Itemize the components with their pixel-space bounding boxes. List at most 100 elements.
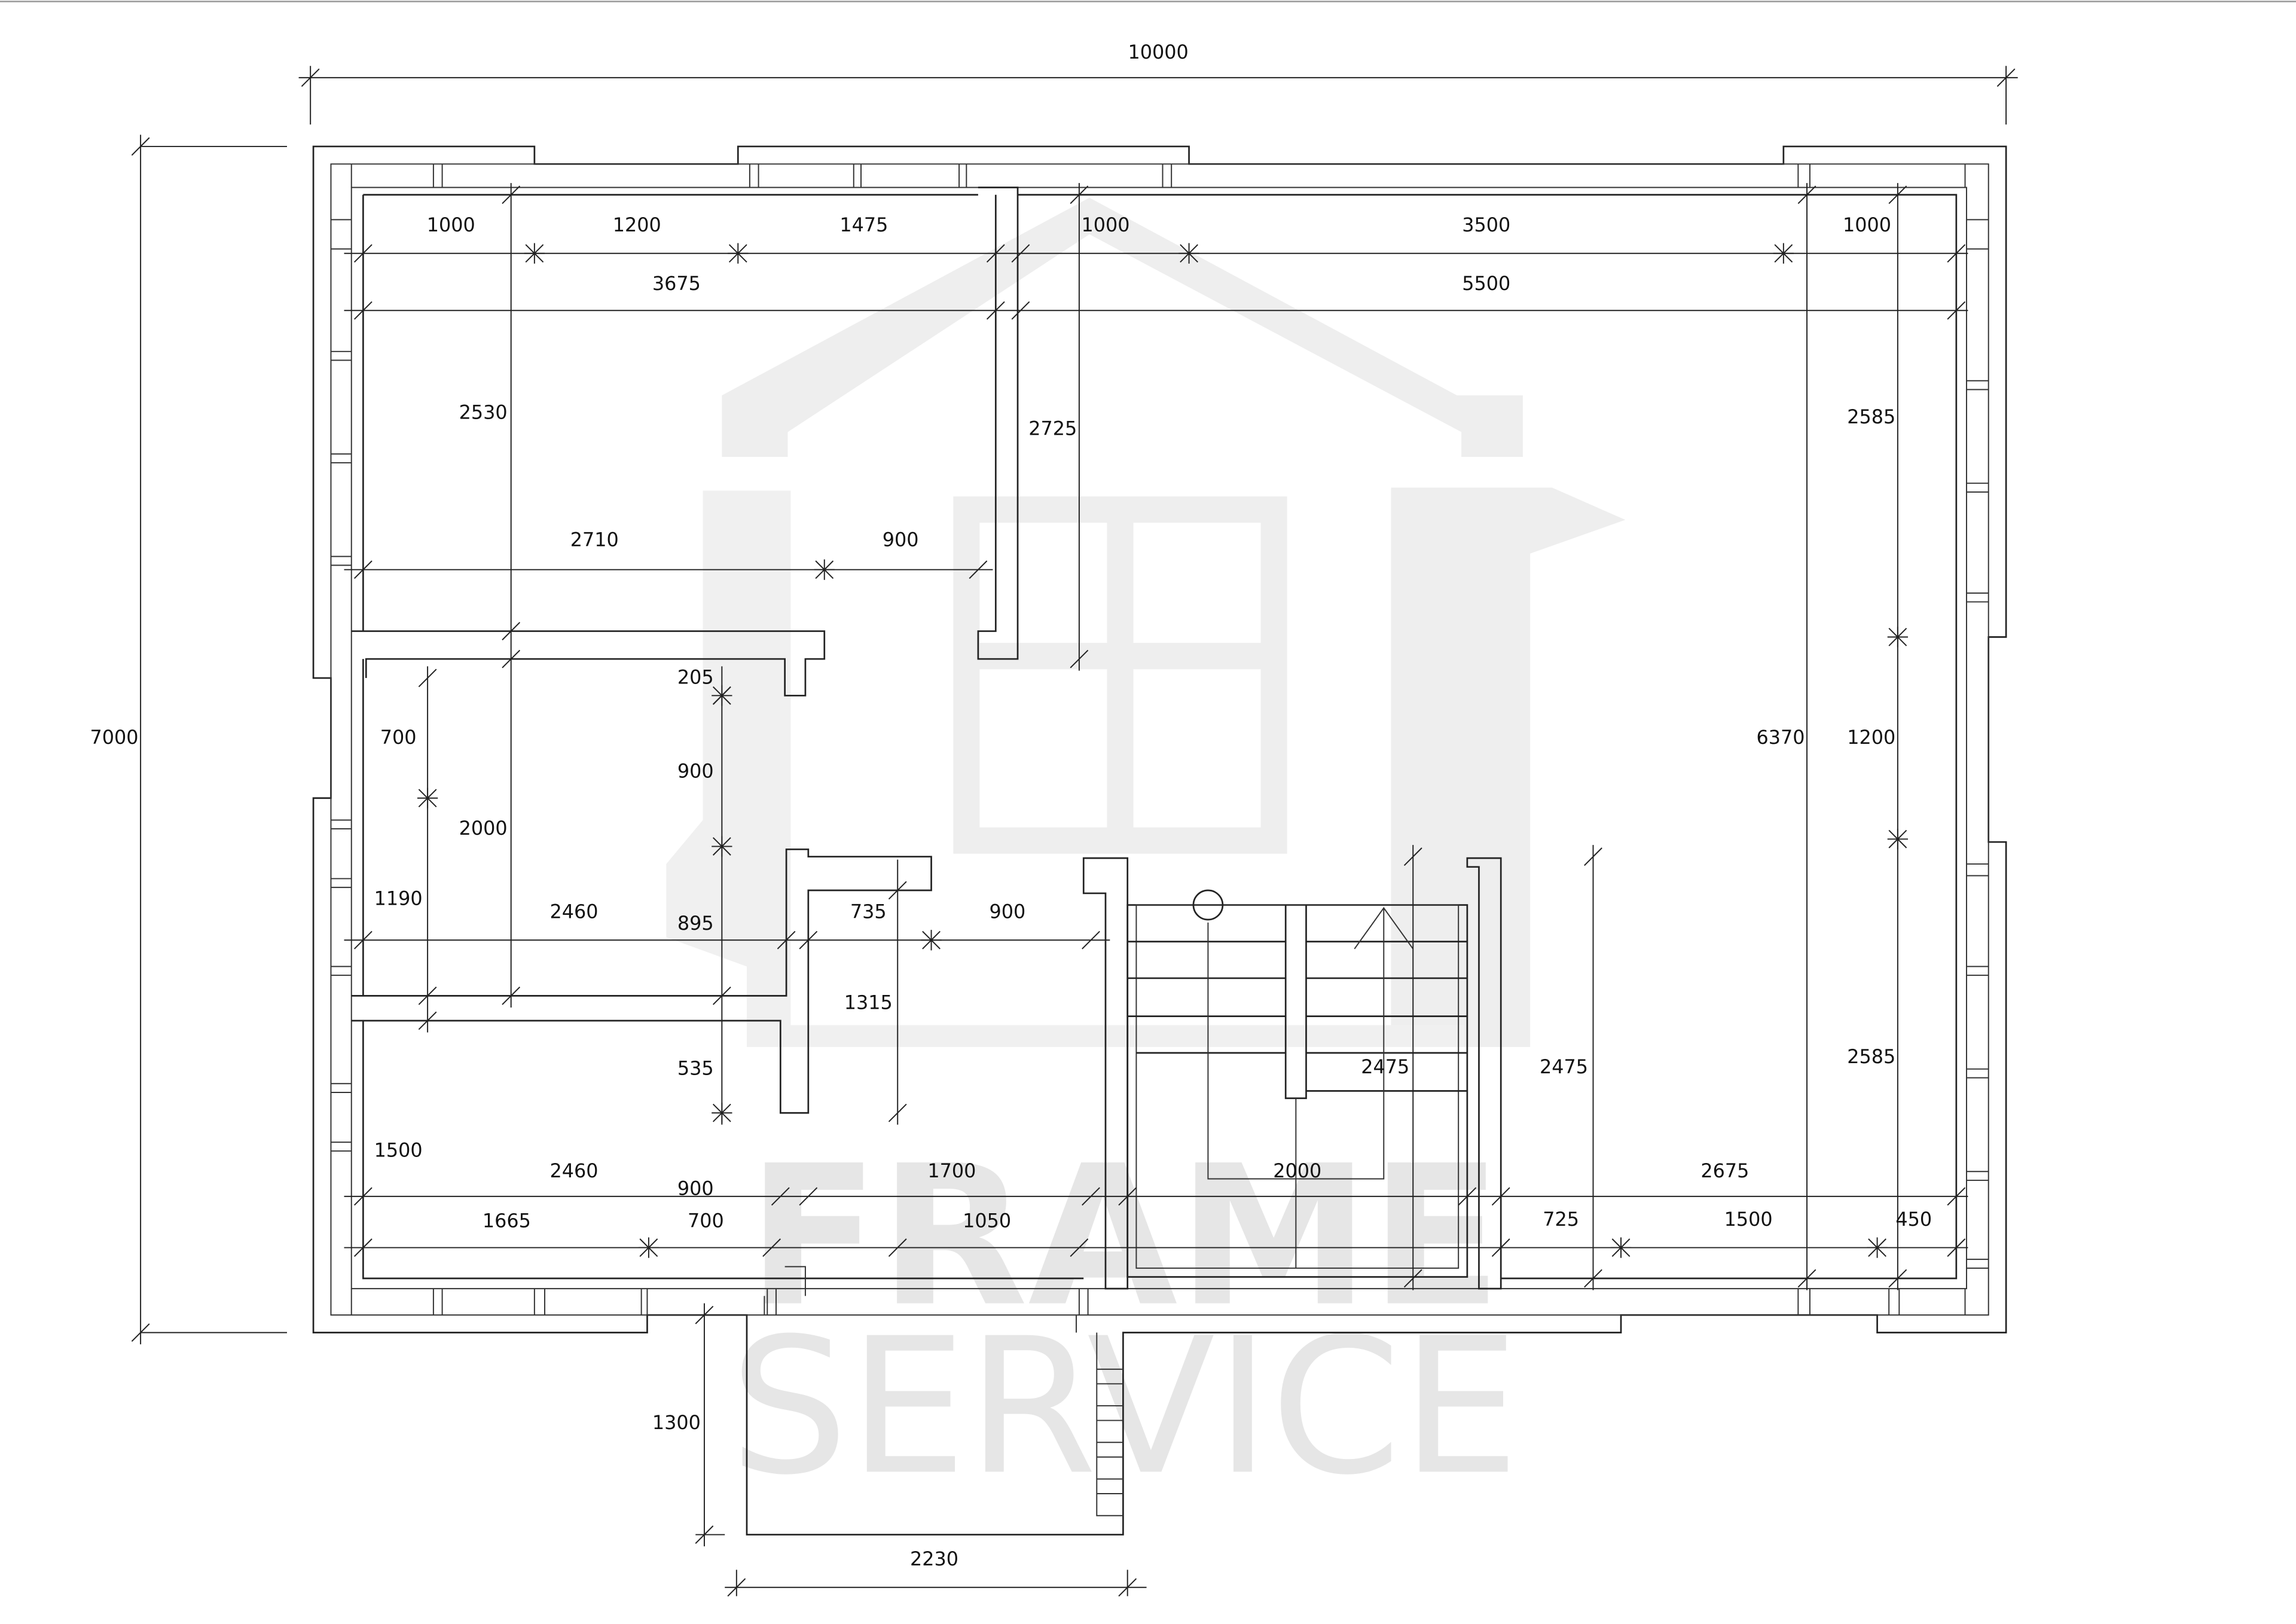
dimension-line [1868, 1238, 1886, 1257]
dimension-line [1888, 185, 1907, 204]
dimension-line [1491, 1238, 1510, 1257]
dimension-line [502, 986, 521, 1005]
dimension-label: 450 [1895, 1208, 1932, 1231]
dimension-label: 900 [990, 900, 1026, 923]
dimension-label: 1475 [839, 213, 888, 236]
dimension-line [777, 930, 796, 950]
dimension-label: 900 [677, 1177, 714, 1199]
dimension-line [712, 986, 731, 1005]
interior-walls [351, 187, 1502, 1290]
dimension-line [418, 1011, 437, 1030]
dimension-label: 895 [677, 912, 714, 935]
dimension-line [1070, 649, 1089, 668]
dimension-line [1070, 185, 1089, 204]
dimension-line [1070, 1238, 1089, 1257]
dimension-label: 1200 [613, 213, 661, 236]
exterior-walls [312, 145, 2007, 1536]
dimension-line [1888, 627, 1907, 646]
dimension-line [1403, 1269, 1422, 1288]
dimension-line [418, 668, 437, 688]
dimension-label: 700 [380, 726, 417, 749]
dim-porch-depth: 1300 [652, 1411, 701, 1434]
dimension-line [353, 930, 373, 950]
dimension-line [502, 649, 521, 668]
dimension-label: 205 [677, 666, 714, 689]
dimension-line [762, 1238, 781, 1257]
dimension-label: 2725 [1028, 417, 1077, 439]
dimension-label: 735 [850, 900, 887, 923]
dimension-line [728, 244, 747, 263]
dimension-line [639, 1238, 658, 1257]
dimension-line [418, 986, 437, 1005]
dimension-label: 1050 [963, 1209, 1011, 1232]
dimension-line [525, 244, 544, 263]
stair-start-icon [1192, 889, 1224, 921]
dimension-line [1888, 829, 1907, 848]
dimension-line [1180, 244, 1198, 263]
dimension-line [888, 1238, 907, 1257]
dimension-label: 700 [688, 1209, 724, 1232]
dimension-line [815, 560, 834, 579]
dimension-label: 2585 [1847, 1045, 1895, 1068]
dim-overall-width: 10000 [1128, 41, 1189, 63]
dimension-line [1082, 930, 1100, 950]
dimension-label: 900 [883, 529, 919, 551]
dimension-line [1491, 1187, 1510, 1206]
dimension-label: 1190 [374, 887, 423, 910]
dimension-line [799, 930, 818, 950]
dim-overall-depth: 7000 [90, 726, 139, 749]
dimension-label: 1200 [1847, 726, 1895, 749]
dimension-line [799, 1187, 818, 1206]
dimension-line [1797, 185, 1816, 204]
dimension-line [1947, 1238, 1966, 1257]
dimension-label: 1315 [844, 991, 893, 1014]
dimension-label: 1000 [427, 213, 475, 236]
watermark-frame: FRAME [747, 1125, 1502, 1350]
dimension-label: 2585 [1847, 405, 1895, 428]
dimension-line [969, 560, 988, 579]
dimension-label: 535 [677, 1057, 714, 1080]
dimension-label: 1500 [1724, 1208, 1773, 1231]
dimension-line [1611, 1238, 1631, 1257]
dimension-line [1011, 244, 1030, 263]
dimension-line [502, 622, 521, 640]
dimension-line [1082, 1187, 1100, 1206]
dimension-line [418, 789, 437, 808]
window-mullions [331, 164, 1989, 1494]
dimension-line [695, 1305, 714, 1324]
dimension-label: 1700 [927, 1159, 976, 1182]
dimension-line [353, 560, 373, 579]
dimension-line [353, 1238, 373, 1257]
dimension-line [1888, 1269, 1907, 1288]
dimension-label: 2475 [1361, 1055, 1409, 1078]
dimension-line [1458, 1187, 1477, 1206]
dimension-label: 2460 [549, 1159, 598, 1182]
dim-porch-width: 2230 [910, 1547, 958, 1570]
dimension-line [1118, 1187, 1137, 1206]
dimension-line [712, 1103, 731, 1122]
watermark-service: SERVICE [729, 1298, 1520, 1516]
dimension-line [1403, 847, 1422, 866]
dimension-label: 2530 [459, 401, 508, 423]
dimension-label: 5500 [1462, 272, 1510, 295]
dimension-label: 2000 [459, 817, 508, 840]
dimension-label: 2000 [1273, 1159, 1321, 1182]
dimension-line [986, 244, 1005, 263]
dimension-label: 3500 [1462, 213, 1510, 236]
dimension-label: 900 [677, 759, 714, 782]
dimension-line [1584, 1269, 1602, 1288]
dimension-line [922, 930, 941, 950]
dimension-line [888, 881, 907, 900]
dimension-label: 2675 [1700, 1159, 1749, 1182]
dimension-label: 2710 [570, 529, 619, 551]
dimension-label: 1000 [1843, 213, 1891, 236]
dimension-line [712, 686, 731, 705]
dimension-label: 1500 [374, 1139, 423, 1162]
dimension-line [888, 1103, 907, 1122]
dimension-label: 3675 [652, 272, 701, 295]
staircase [1126, 889, 1468, 1278]
dimension-line [771, 1187, 790, 1206]
watermark-logo: FRAME SERVICE [666, 197, 1626, 1516]
dimension-line [353, 244, 373, 263]
